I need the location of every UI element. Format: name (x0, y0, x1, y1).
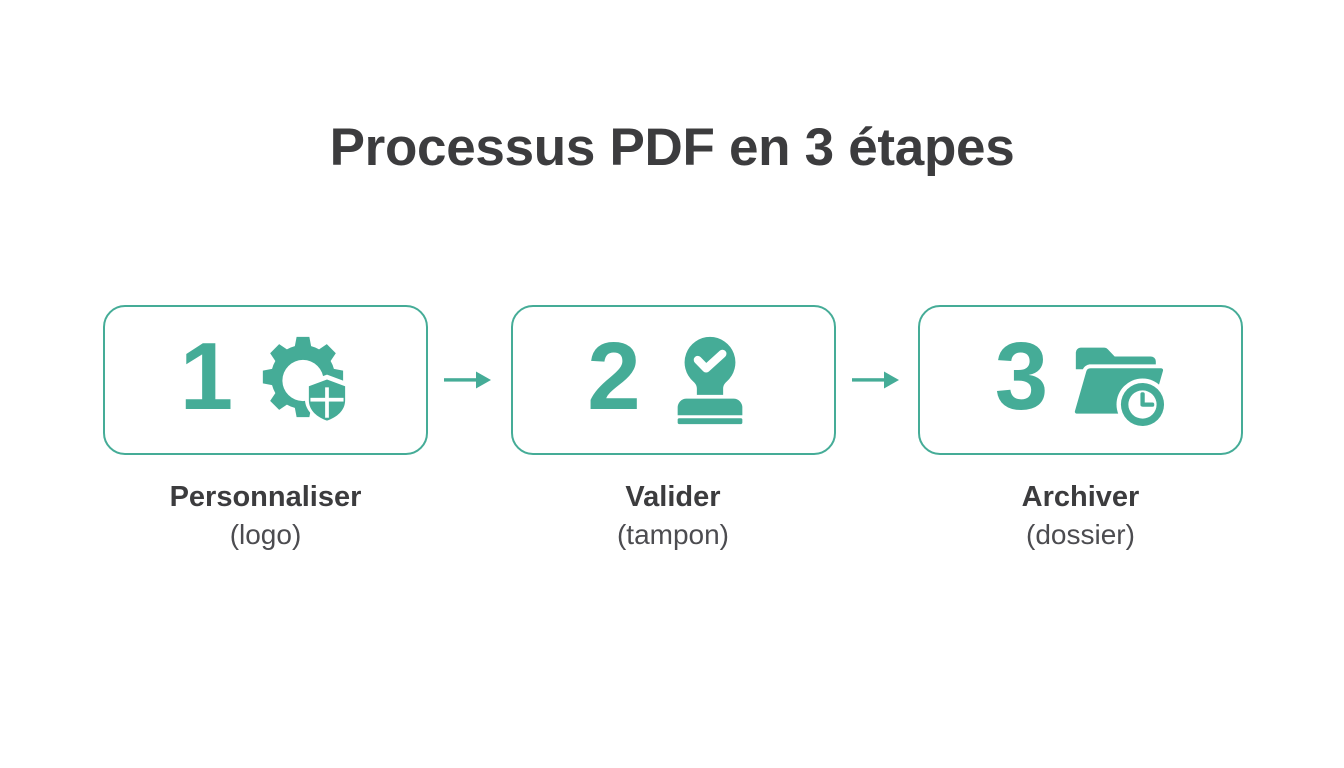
stamp-check-icon (661, 331, 759, 429)
arrow-right-icon (851, 367, 903, 393)
step-label-3: Archiver (1021, 481, 1140, 513)
step-label-2: Valider (625, 481, 721, 513)
arrow-right-icon (443, 367, 495, 393)
step-card-2[interactable]: 2 (510, 305, 836, 455)
step-number-3: 3 (994, 323, 1048, 430)
page-title: Processus PDF en 3 étapes (329, 118, 1015, 177)
process-step-3[interactable]: 3 (918, 305, 1243, 555)
connector-arrow-1 (438, 305, 500, 455)
step-card-1[interactable]: 1 (103, 305, 428, 455)
step-sublabel-2: (tampon) (616, 519, 730, 551)
step-sublabel-3: (dossier) (1026, 519, 1135, 551)
step-number-2: 2 (587, 323, 640, 430)
step-label-1: Personnaliser (169, 481, 362, 513)
process-flow: 1 (103, 305, 1243, 555)
step-labels-2: Valider (tampon) (617, 478, 729, 555)
step-labels-3: Archiver (dossier) (1022, 478, 1140, 555)
step-sublabel-1: (logo) (229, 519, 302, 551)
connector-arrow-2 (846, 305, 908, 455)
process-step-2[interactable]: 2 (510, 305, 836, 555)
gear-shield-icon (253, 331, 351, 429)
step-number-1: 1 (179, 323, 233, 430)
step-labels-1: Personnaliser (logo) (170, 478, 362, 555)
folder-clock-icon (1068, 331, 1169, 431)
step-card-3[interactable]: 3 (918, 305, 1243, 455)
process-step-1[interactable]: 1 (103, 305, 428, 555)
